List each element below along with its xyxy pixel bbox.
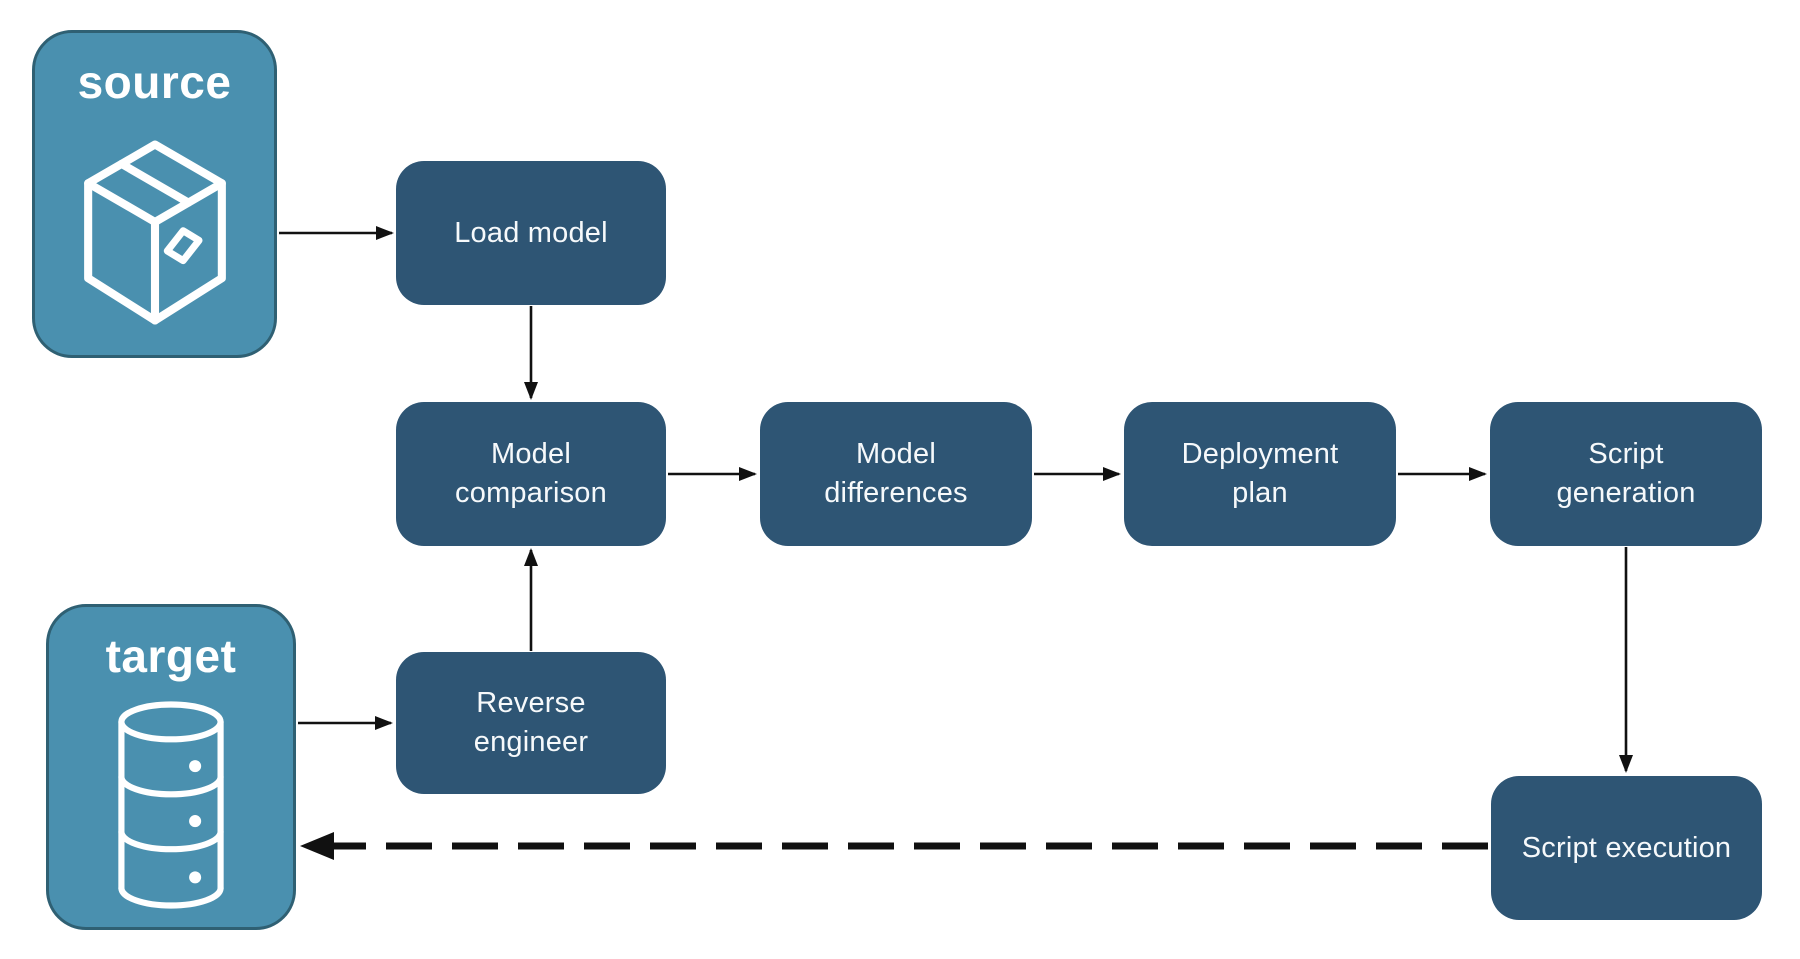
node-load-model: Load model — [396, 161, 666, 305]
node-target: target — [46, 604, 296, 930]
node-deployment-plan: Deployment plan — [1124, 402, 1396, 546]
node-model-differences: Model differences — [760, 402, 1032, 546]
package-icon — [35, 109, 274, 355]
node-model-comparison: Model comparison — [396, 402, 666, 546]
node-reverse-engineer: Reverse engineer — [396, 652, 666, 794]
database-icon — [49, 683, 293, 927]
target-title: target — [105, 630, 237, 682]
node-label: Reverse engineer — [473, 687, 589, 758]
node-label: Model differences — [824, 438, 968, 509]
node-script-generation: Script generation — [1490, 402, 1762, 546]
node-label: Model comparison — [455, 438, 607, 509]
node-label: Script generation — [1556, 438, 1696, 509]
node-source: source — [32, 30, 277, 358]
node-script-execution: Script execution — [1491, 776, 1762, 920]
node-label: Load model — [454, 216, 608, 249]
node-label: Script execution — [1521, 831, 1732, 864]
source-title: source — [77, 56, 232, 108]
node-label: Deployment plan — [1181, 438, 1339, 509]
